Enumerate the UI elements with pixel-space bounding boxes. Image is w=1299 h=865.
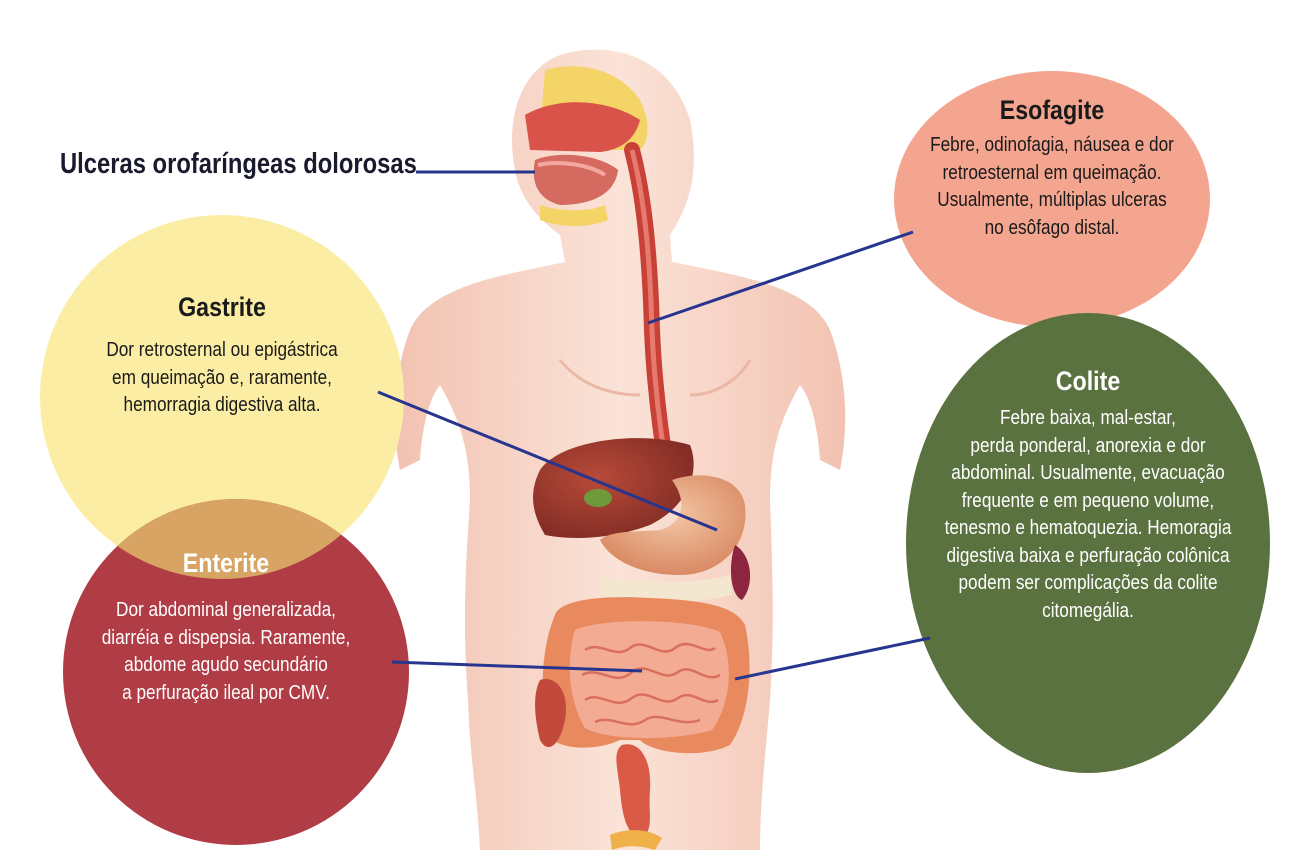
rectum	[616, 744, 651, 840]
enterite-line: a perfuração ileal por CMV.	[122, 681, 330, 704]
colite-line: frequente e em pequeno volume,	[961, 489, 1215, 512]
oral-cavity	[525, 66, 648, 226]
colite-line: digestiva baixa e perfuração colônica	[946, 544, 1230, 567]
small-intestine	[569, 621, 729, 738]
colite-line: citomegália.	[1042, 599, 1134, 622]
colite-circle	[906, 313, 1270, 773]
pointer-esofagite	[647, 230, 914, 325]
enterite-body: Dor abdominal generalizada, diarréia e d…	[71, 597, 381, 707]
pointer-colite	[734, 636, 931, 681]
pointer-enterite	[391, 660, 643, 673]
enterite-line: diarréia e dispepsia. Raramente,	[101, 626, 351, 649]
enterite-line: Dor abdominal generalizada,	[116, 599, 336, 621]
colite-line: Febre baixa, mal-estar,	[1000, 407, 1176, 429]
stomach	[600, 475, 746, 575]
gastrite-enterite-overlap	[117, 498, 342, 579]
esofagite-line: Usualmente, múltiplas ulceras	[937, 189, 1167, 211]
colite-line: podem ser complicações da colite	[958, 572, 1218, 594]
gastrite-line: em queimação e, raramente,	[112, 366, 332, 389]
esofagite-circle	[894, 71, 1210, 327]
colite-line: abdominal. Usualmente, evacuação	[951, 462, 1225, 484]
pancreas	[600, 575, 732, 603]
pointer-gastrite	[377, 390, 718, 532]
esofagite-line: no esôfago distal.	[984, 216, 1120, 239]
gastrite-circle	[40, 215, 404, 579]
pointer-lines	[377, 170, 931, 681]
gastrite-line: hemorragia digestiva alta.	[123, 394, 321, 416]
oral-ulcers-label: Ulceras orofaríngeas dolorosas	[60, 148, 417, 180]
gallbladder	[584, 489, 612, 507]
enterite-text: Enterite Dor abdominal generalizada, dia…	[71, 548, 381, 707]
esofagite-body: Febre, odinofagia, náusea e dor retroest…	[914, 132, 1189, 242]
esofagite-title: Esofagite	[999, 95, 1105, 125]
gastrite-body: Dor retrosternal ou epigástrica em queim…	[76, 337, 368, 420]
enterite-circle	[63, 499, 409, 845]
gastrite-title: Gastrite	[178, 292, 266, 322]
colite-body: Febre baixa, mal-estar, perda ponderal, …	[925, 405, 1252, 625]
colite-text: Colite Febre baixa, mal-estar, perda pon…	[925, 366, 1252, 625]
gastrite-line: Dor retrosternal ou epigástrica	[106, 339, 338, 361]
colite-line: tenesmo e hematoquezia. Hemoragia	[944, 517, 1232, 539]
gastrite-text: Gastrite Dor retrosternal ou epigástrica…	[76, 292, 368, 420]
enterite-line: abdome agudo secundário	[124, 654, 328, 676]
esofagite-line: retroesternal em queimação.	[942, 161, 1162, 184]
esofagite-text: Esofagite Febre, odinofagia, náusea e do…	[914, 95, 1189, 242]
colite-line: perda ponderal, anorexia e dor	[970, 434, 1206, 457]
enterite-title: Enterite	[182, 548, 270, 578]
cecum	[535, 679, 566, 748]
spleen	[730, 545, 751, 600]
esofagite-line: Febre, odinofagia, náusea e dor	[930, 134, 1174, 156]
colite-title: Colite	[1055, 366, 1121, 396]
